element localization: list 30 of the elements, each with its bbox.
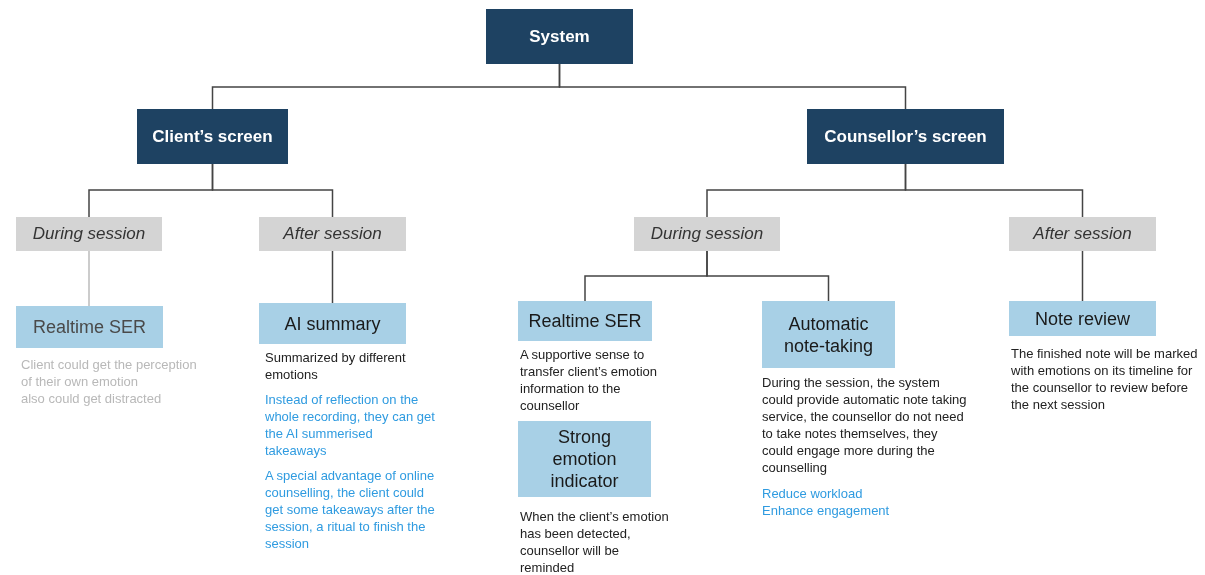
- description-text: When the client’s emotion has been detected, counsellor will be reminded: [520, 508, 670, 575]
- description-text: Enhance engagement: [762, 502, 891, 519]
- feature-box: Strong emotion indicator: [518, 421, 651, 497]
- phase-box: After session: [1009, 217, 1156, 251]
- phase-box: During session: [634, 217, 780, 251]
- connector-line: [706, 250, 830, 302]
- inactive-feature-box: Realtime SER: [16, 306, 163, 348]
- description-text: A special advantage of online counselling, the client could get some takeaways after the session, a ritual to finish the session: [265, 467, 435, 552]
- feature-box: Automatic note-taking: [762, 301, 895, 368]
- description-text: Reduce workload: [762, 485, 864, 502]
- header-box: System: [486, 9, 633, 64]
- description-text: also could get distracted: [21, 390, 163, 407]
- description-text: During the session, the system could provide automatic note taking service, the counsellor do not need to take notes themselves, they could engage more during the counselling: [762, 374, 967, 476]
- header-box: Counsellor’s screen: [807, 109, 1004, 164]
- feature-box: Note review: [1009, 301, 1156, 336]
- description-text: Instead of reflection on the whole recording, they can get the AI summerised takeaways: [265, 391, 435, 459]
- connector-line: [558, 63, 907, 110]
- feature-box: Realtime SER: [518, 301, 652, 341]
- phase-box: After session: [259, 217, 406, 251]
- feature-box: AI summary: [259, 303, 406, 344]
- description-text: Summarized by different emotions: [265, 349, 407, 383]
- connector-line: [331, 250, 334, 304]
- connector-line: [211, 163, 334, 218]
- connector-line: [1081, 250, 1084, 302]
- phase-box: During session: [16, 217, 162, 251]
- connector-line: [88, 250, 90, 307]
- description-text: The finished note will be marked with emotions on its timeline for the counsellor to review before the next session: [1011, 345, 1199, 413]
- connector-line: [904, 163, 1084, 218]
- description-text: A supportive sense to transfer client’s emotion information to the counsellor: [520, 346, 659, 414]
- header-box: Client’s screen: [137, 109, 288, 164]
